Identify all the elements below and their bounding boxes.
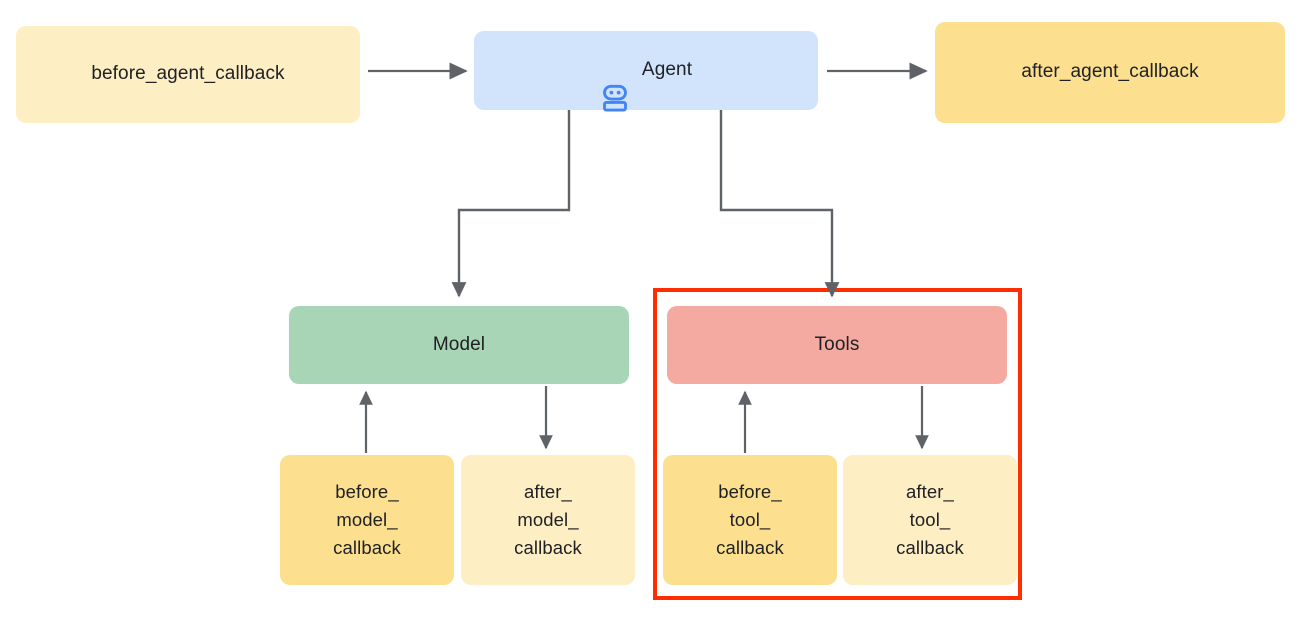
node-before-tool-callback[interactable]: before_ tool_ callback (663, 455, 837, 585)
node-before-model-callback-label: before_ model_ callback (333, 481, 401, 558)
robot-icon (600, 57, 630, 112)
connector-agent-to-model (451, 110, 571, 298)
node-after-model-callback[interactable]: after_ model_ callback (461, 455, 635, 585)
node-agent[interactable]: Agent (474, 31, 818, 112)
node-before-tool-callback-label: before_ tool_ callback (716, 481, 784, 558)
node-after-tool-callback[interactable]: after_ tool_ callback (843, 455, 1017, 585)
node-before-agent-callback[interactable]: before_agent_callback (16, 26, 360, 123)
node-after-agent-callback[interactable]: after_agent_callback (935, 22, 1285, 123)
node-tools-label: Tools (814, 333, 860, 355)
node-after-tool-callback-label: after_ tool_ callback (896, 481, 964, 558)
node-before-agent-callback-label: before_agent_callback (91, 63, 285, 85)
node-model[interactable]: Model (289, 306, 629, 384)
node-tools[interactable]: Tools (667, 306, 1007, 384)
node-after-agent-callback-label: after_agent_callback (1021, 61, 1199, 83)
node-before-model-callback[interactable]: before_ model_ callback (280, 455, 454, 585)
connector-agent-to-tools (719, 110, 840, 298)
node-agent-label: Agent (641, 59, 693, 81)
node-after-model-callback-label: after_ model_ callback (514, 481, 582, 558)
node-model-label: Model (432, 333, 486, 355)
